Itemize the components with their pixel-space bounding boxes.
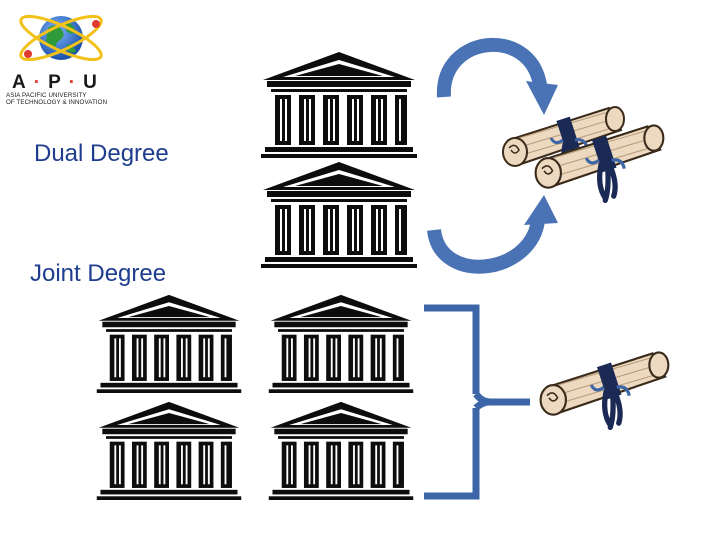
bracket-shape [424, 304, 480, 500]
university-building-icon [261, 162, 417, 268]
joint-bracket [424, 304, 530, 500]
university-building-icon [96, 294, 242, 393]
diploma-scroll-icon [535, 345, 675, 440]
university-building-icon [261, 52, 417, 158]
bottom-arrow-shaft [427, 219, 545, 274]
joint-degree-label: Joint Degree [30, 260, 167, 287]
curved-arrows [427, 37, 558, 274]
apu-logo: A·P·U ASIA PACIFIC UNIVERSITY OF TECHNOL… [6, 4, 116, 106]
university-building-icon [268, 294, 414, 393]
logo-acronym: A·P·U [12, 72, 105, 93]
logo-line-2: OF TECHNOLOGY & INNOVATION [6, 99, 108, 106]
bracket-point [473, 391, 530, 411]
university-building-icon [268, 401, 414, 500]
dual-degree-label: Dual Degree [34, 140, 169, 167]
top-arrow-head [526, 81, 558, 115]
university-building-icon [96, 401, 242, 500]
top-arrow-shaft [436, 37, 547, 98]
bottom-arrow-head [524, 195, 558, 225]
globe-logo-icon [19, 14, 103, 62]
logo-line-1: ASIA PACIFIC UNIVERSITY [6, 92, 87, 99]
diploma-scroll-icon [530, 118, 670, 213]
